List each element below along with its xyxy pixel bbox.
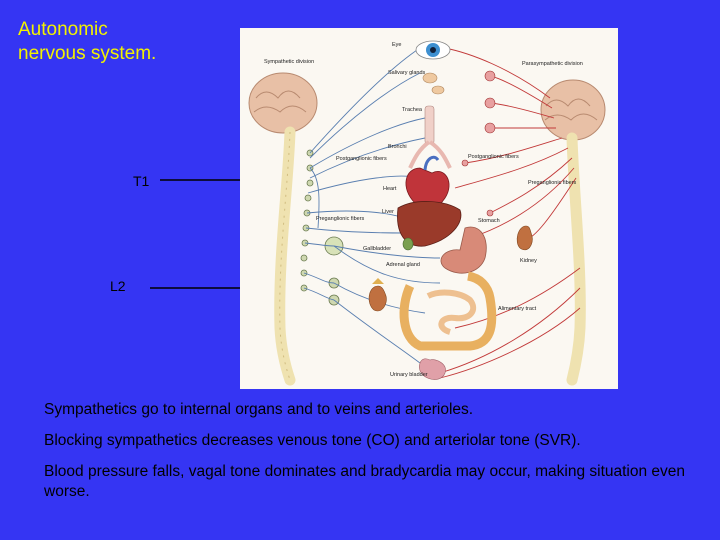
trachea-bronchi-organ bbox=[408, 105, 452, 169]
l2-label: L2 bbox=[110, 278, 126, 294]
trachea-label: Trachea bbox=[402, 107, 423, 113]
t1-label: T1 bbox=[133, 173, 150, 189]
alimentary-tract-organ bbox=[399, 271, 497, 351]
bladder-label: Urinary bladder bbox=[390, 372, 428, 378]
bullet-blood-pressure: Blood pressure falls, vagal tone dominat… bbox=[44, 463, 686, 500]
left-kidney-organ bbox=[368, 278, 387, 312]
title-line-2: nervous system. bbox=[18, 43, 157, 64]
slide-title: Autonomic nervous system. bbox=[18, 18, 156, 66]
stomach-label: Stomach bbox=[478, 218, 500, 224]
salivary-label: Salivary glands bbox=[388, 70, 426, 76]
eye-organ bbox=[415, 40, 451, 60]
eye-label: Eye bbox=[392, 42, 401, 48]
postganglionic-right-label: Postganglionic fibers bbox=[468, 154, 519, 160]
postganglionic-left-label: Postganglionic fibers bbox=[336, 156, 387, 162]
adrenal-label: Adrenal gland bbox=[386, 262, 420, 268]
bullet-sympathetics: Sympathetics go to internal organs and t… bbox=[44, 401, 474, 418]
gallbladder-organ bbox=[402, 237, 414, 251]
kidney-label: Kidney bbox=[520, 258, 537, 264]
bullet-blocking: Blocking sympathetics decreases venous t… bbox=[44, 432, 581, 449]
right-kidney-organ bbox=[516, 225, 533, 251]
urinary-bladder-organ bbox=[419, 358, 446, 380]
title-line-1: Autonomic bbox=[18, 19, 108, 40]
stomach-organ bbox=[440, 226, 487, 274]
preganglionic-right-label: Preganglionic fibers bbox=[528, 180, 577, 186]
gallbladder-label: Gallbladder bbox=[363, 246, 391, 252]
parasympathetic-fibers bbox=[439, 47, 581, 379]
heart-label: Heart bbox=[383, 186, 397, 192]
autonomic-diagram: Sympathetic division Parasympathetic div… bbox=[240, 28, 618, 389]
right-brain bbox=[540, 79, 606, 141]
salivary-glands-organ bbox=[422, 72, 445, 95]
left-brain bbox=[248, 72, 318, 134]
right-spinal-cord bbox=[566, 132, 586, 386]
bronchi-label: Bronchi bbox=[388, 144, 407, 150]
preganglionic-left-label: Preganglionic fibers bbox=[316, 216, 365, 222]
liver-organ bbox=[397, 201, 462, 247]
parasympathetic-ganglia bbox=[461, 70, 529, 244]
diagram-svg: Sympathetic division Parasympathetic div… bbox=[248, 40, 606, 386]
bullet-text: Sympathetics go to internal organs and t… bbox=[44, 400, 694, 513]
alimentary-label: Alimentary tract bbox=[498, 306, 537, 312]
parasympathetic-division-label: Parasympathetic division bbox=[522, 61, 583, 67]
sympathetic-chain bbox=[300, 149, 344, 306]
liver-label: Liver bbox=[382, 209, 394, 215]
sympathetic-division-label: Sympathetic division bbox=[264, 59, 314, 65]
